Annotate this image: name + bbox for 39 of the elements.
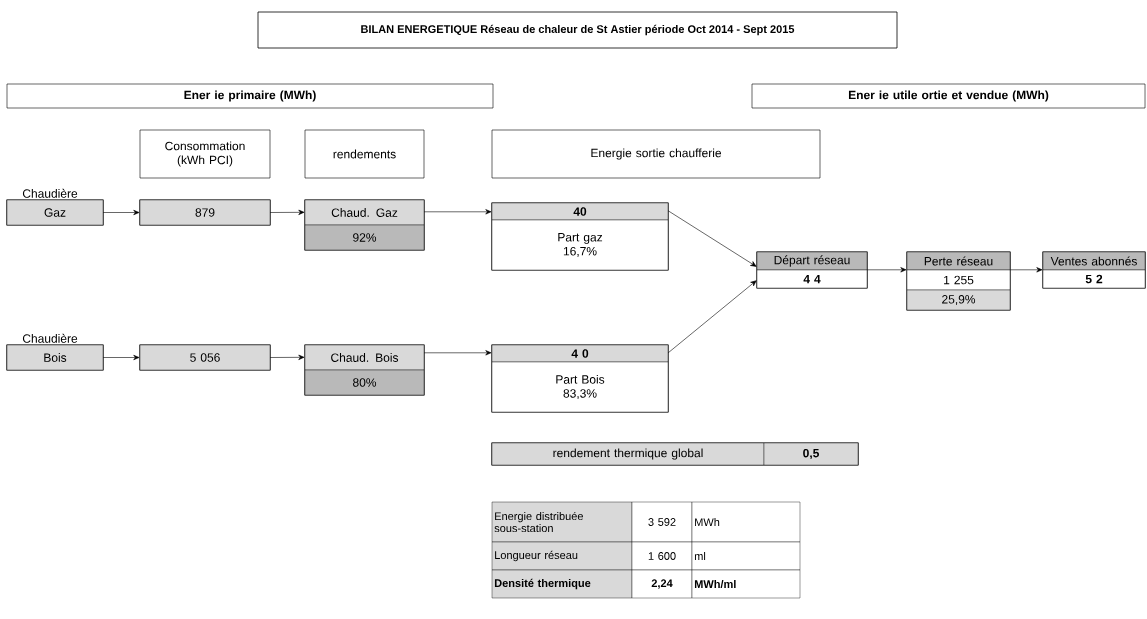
arrow bbox=[667, 210, 757, 267]
efficiency-bar: rendement thermique global 0,5 bbox=[491, 442, 859, 466]
efficiency-box: Chaud. Gaz 92% bbox=[304, 199, 425, 251]
arrow bbox=[866, 267, 907, 273]
value-box: 879 bbox=[139, 199, 271, 226]
arrow bbox=[667, 280, 757, 354]
node-label: Chaudière bbox=[22, 333, 78, 343]
boiler-box: Chaudière Gaz bbox=[6, 188, 104, 226]
section-header: Ener ie utile ortie et vendue (MWh) bbox=[751, 83, 1146, 109]
network-box: Départ réseau 4 4 bbox=[756, 251, 868, 289]
table-unit: ml bbox=[691, 541, 801, 571]
arrow bbox=[1009, 267, 1043, 273]
arrow bbox=[269, 354, 305, 360]
column-header: rendements bbox=[304, 129, 425, 179]
arrow bbox=[423, 209, 492, 215]
section-header: Ener ie primaire (MWh) bbox=[6, 83, 494, 109]
table-value: 3 592 bbox=[631, 501, 693, 543]
table-value: 1 600 bbox=[631, 541, 693, 571]
output-box: 4 0 Part Bois 83,3% bbox=[491, 344, 669, 413]
arrow bbox=[102, 209, 140, 216]
output-box: 40 Part gaz 16,7% bbox=[491, 202, 669, 271]
table-unit: MWh/ml bbox=[691, 569, 801, 599]
arrow bbox=[102, 354, 140, 361]
value-box: 5 056 bbox=[139, 344, 271, 371]
efficiency-box: Chaud. Bois 80% bbox=[304, 344, 425, 396]
table-value: 2,24 bbox=[631, 569, 693, 599]
column-header: Energie sortie chaufferie bbox=[491, 129, 821, 179]
arrow bbox=[423, 350, 492, 356]
table-label: Longueur réseau bbox=[491, 541, 633, 571]
boiler-box: Chaudière Bois bbox=[6, 333, 104, 371]
table-label: Densité thermique bbox=[491, 569, 633, 599]
node-label: Chaudière bbox=[22, 188, 78, 198]
table-label: Energie distribuée sous-station bbox=[491, 501, 633, 543]
arrow bbox=[269, 209, 305, 215]
column-header: Consommation (kWh PCI) bbox=[139, 129, 271, 179]
title-box: BILAN ENERGETIQUE Réseau de chaleur de St Astier période Oct 2014 - Sept 2015 bbox=[257, 11, 898, 49]
network-box: Ventes abonnés 5 2 bbox=[1042, 251, 1146, 289]
table-unit: MWh bbox=[691, 501, 801, 543]
network-box: Perte réseau 1 255 25,9% bbox=[906, 251, 1011, 311]
